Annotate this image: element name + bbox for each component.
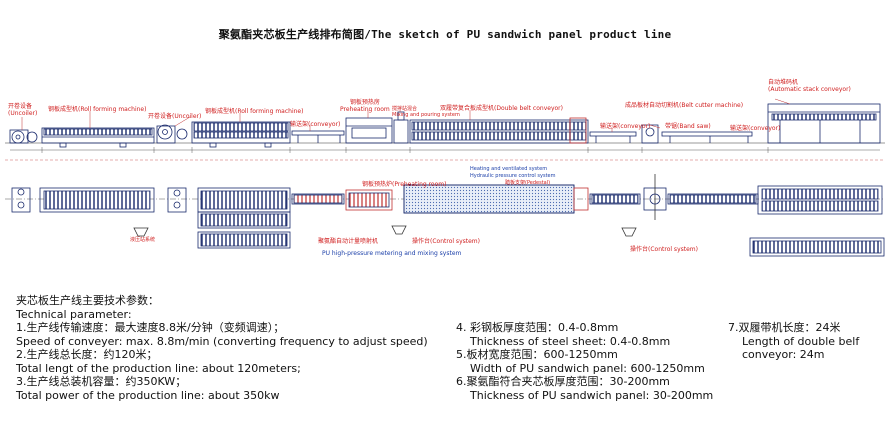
label-uncoiler-1-text: 开卷设备 (Uncoiler) [8, 103, 38, 117]
label-control-1: 操作台(Control system) [412, 238, 480, 245]
label-heating: Heating and ventilated system [470, 166, 548, 172]
label-control-2: 操作台(Control system) [630, 246, 698, 253]
param-5-cn: 5.板材宽度范围：600-1250mm [456, 348, 618, 361]
params-left: 夹芯板生产线主要技术参数： Technical parameter: 1.生产线… [16, 294, 428, 402]
label-roll-forming-2: 钢板成型机(Roll forming machine) [205, 108, 304, 115]
production-line-sketch [5, 98, 885, 257]
conveyor-2-plan [589, 193, 641, 205]
control-desk-3-plan [621, 227, 637, 237]
diagram-title: 聚氨酯夹芯板生产线排布简图/The sketch of PU sandwich … [218, 28, 672, 41]
params-right: 7.双履带机长度：24米 Length of double belf conve… [728, 321, 859, 362]
preheat-room-elevation [345, 117, 393, 144]
param-4-en: Thickness of steel sheet: 0.4-0.8mm [470, 334, 671, 348]
label-preheat-plan: 钢板预热炉(Preheating room) [362, 181, 447, 188]
param-1-cn: 1.生产线传输速度：最大速度8.8米/分钟（变频调速）； [16, 321, 285, 334]
param-1-en: Speed of conveyer: max. 8.8m/min (conver… [16, 334, 428, 348]
stacker-elevation [767, 103, 881, 144]
label-conveyor-3: 输送架(conveyor) [730, 125, 781, 132]
label-conveyor-1: 输送架(conveyor) [290, 121, 341, 128]
roll-forming-2-elevation [191, 121, 291, 148]
roll-forming-1-elevation [41, 127, 155, 148]
preheat-room-plan [345, 189, 393, 211]
label-conveyor-2: 输送架(conveyor) [600, 123, 651, 130]
mixing-station-elevation [393, 111, 409, 144]
label-pedestal: 踏板支架(Pedestal) [505, 180, 551, 186]
uncoiler-1-elevation [9, 129, 38, 144]
label-double-belt: 双履带复合板成型机(Double belt conveyor) [440, 105, 563, 112]
param-7-en-1: Length of double belf [742, 334, 860, 348]
label-uncoiler-1: 开卷设备 (Uncoiler) [8, 103, 37, 117]
params-heading-cn: 夹芯板生产线主要技术参数： [16, 294, 159, 307]
conveyor-3-plan [667, 193, 759, 205]
params-heading-en: Technical parameter: [16, 307, 132, 321]
uncoiler-2-plan [167, 187, 187, 213]
control-desk-2-plan [391, 225, 407, 235]
plan-view [5, 174, 885, 257]
param-4-cn: 4. 彩钢板厚度范围：0.4-0.8mm [456, 321, 619, 334]
param-5-en: Width of PU sandwich panel: 600-1250mm [470, 361, 705, 375]
label-preheat-room: 钢板预热房 Preheating room [340, 99, 390, 113]
roll-forming-2-plan [197, 187, 291, 249]
label-band-saw: 带锯(Band saw) [665, 123, 711, 130]
param-7-en-2: conveyor: 24m [742, 348, 825, 361]
label-belt-cutter: 成品板材自动切割机(Belt cutter machine) [625, 102, 744, 109]
uncoiler-1-plan [11, 187, 31, 213]
param-6-en: Thickness of PU sandwich panel: 30-200mm [470, 388, 714, 402]
double-belt-elevation [409, 117, 589, 144]
label-hydraulic: Hydraulic pressure control system [470, 173, 556, 179]
double-belt-plan [403, 184, 589, 214]
conveyor-1-plan [291, 193, 345, 205]
conveyor-3-elevation [661, 131, 753, 143]
param-3-cn: 3.生产线总装机容量：约350KW； [16, 375, 187, 388]
stacker-plan [749, 185, 885, 257]
label-pu-metering-en: PU high-pressure metering and mixing sys… [322, 250, 462, 257]
label-uncoiler-2: 开卷设备(Uncoiler) [148, 113, 202, 120]
param-2-en: Total lengt of the production line: abou… [16, 361, 301, 375]
label-water-tank: 液压站系统 [130, 237, 156, 243]
param-3-en: Total power of the production line: abou… [16, 388, 280, 402]
elevation-view [5, 103, 885, 161]
param-2-cn: 2.生产线总长度：约120米； [16, 348, 158, 361]
uncoiler-2-elevation [156, 124, 188, 144]
conveyor-2-elevation [589, 131, 637, 143]
roll-forming-1-plan [39, 187, 155, 213]
label-roll-forming-1: 钢板成型机(Roll forming machine) [48, 106, 147, 113]
params-middle: 4. 彩钢板厚度范围：0.4-0.8mm Thickness of steel … [456, 321, 713, 402]
leader-lines [21, 98, 791, 132]
label-pu-metering-cn: 聚氨酯自动计量喷射机 [318, 238, 379, 245]
band-saw-plan [643, 174, 667, 220]
label-stacker: 自动堆码机 (Automatic stack conveyor) [768, 79, 851, 93]
control-desk-1-plan [133, 227, 149, 237]
label-mixing-station: 搅拌站混合 Mixing and pouring system [392, 106, 460, 118]
conveyor-1-elevation [291, 130, 345, 143]
param-6-cn: 6.聚氨酯符合夹芯板厚度范围：30-200mm [456, 375, 670, 388]
param-7-cn: 7.双履带机长度：24米 [728, 321, 841, 334]
